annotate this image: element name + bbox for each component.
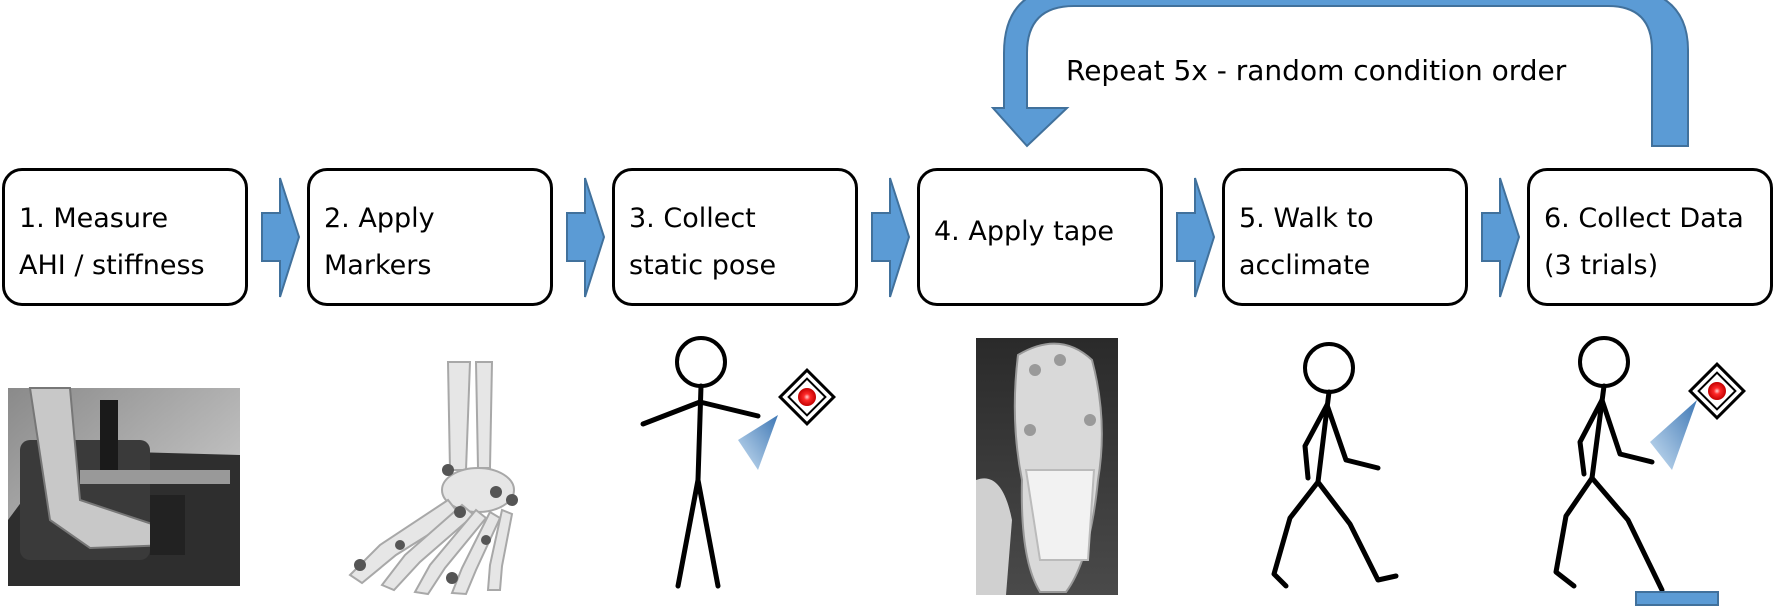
step-1-box: 1. Measure AHI / stiffness bbox=[2, 168, 248, 306]
step-6-line1: 6. Collect Data bbox=[1544, 203, 1744, 234]
step-3-box: 3. Collect static pose bbox=[612, 168, 858, 306]
camera-icon bbox=[738, 368, 836, 470]
taped-foot-photo bbox=[976, 338, 1118, 595]
force-plate bbox=[1635, 591, 1719, 606]
step-3-line2: static pose bbox=[629, 250, 777, 281]
step-5-line1: 5. Walk to bbox=[1239, 203, 1374, 234]
arrow-3-to-4 bbox=[871, 177, 911, 298]
step-4-box: 4. Apply tape bbox=[917, 168, 1163, 306]
step-2-box: 2. Apply Markers bbox=[307, 168, 553, 306]
step-1-line2: AHI / stiffness bbox=[19, 250, 205, 281]
step-2-line1: 2. Apply bbox=[324, 203, 435, 234]
walking-stick-figure-with-camera-and-force-plate bbox=[1553, 336, 1746, 606]
step-5-box: 5. Walk to acclimate bbox=[1222, 168, 1468, 306]
arch-height-device-photo bbox=[8, 387, 240, 586]
step-1-line1: 1. Measure bbox=[19, 203, 169, 234]
step-5-line2: acclimate bbox=[1239, 250, 1371, 281]
camera-icon bbox=[1650, 362, 1746, 470]
step-6-line2: (3 trials) bbox=[1544, 250, 1659, 281]
step-2-line2: Markers bbox=[324, 250, 432, 281]
step-6-box: 6. Collect Data (3 trials) bbox=[1527, 168, 1773, 306]
arrow-2-to-3 bbox=[566, 177, 606, 298]
repeat-label: Repeat 5x - random condition order bbox=[1066, 54, 1567, 87]
arrow-1-to-2 bbox=[261, 177, 301, 298]
foot-skeleton-with-markers bbox=[348, 361, 518, 596]
arrow-5-to-6 bbox=[1481, 177, 1521, 298]
repeat-loop-arrow bbox=[990, 0, 1689, 148]
step-arrows bbox=[261, 177, 1521, 298]
walking-stick-figure bbox=[1271, 342, 1399, 589]
step-3-line1: 3. Collect bbox=[629, 203, 756, 234]
step-4-line1: 4. Apply tape bbox=[934, 216, 1115, 247]
arrow-4-to-5 bbox=[1176, 177, 1216, 298]
standing-stick-figure-with-camera bbox=[640, 336, 836, 589]
